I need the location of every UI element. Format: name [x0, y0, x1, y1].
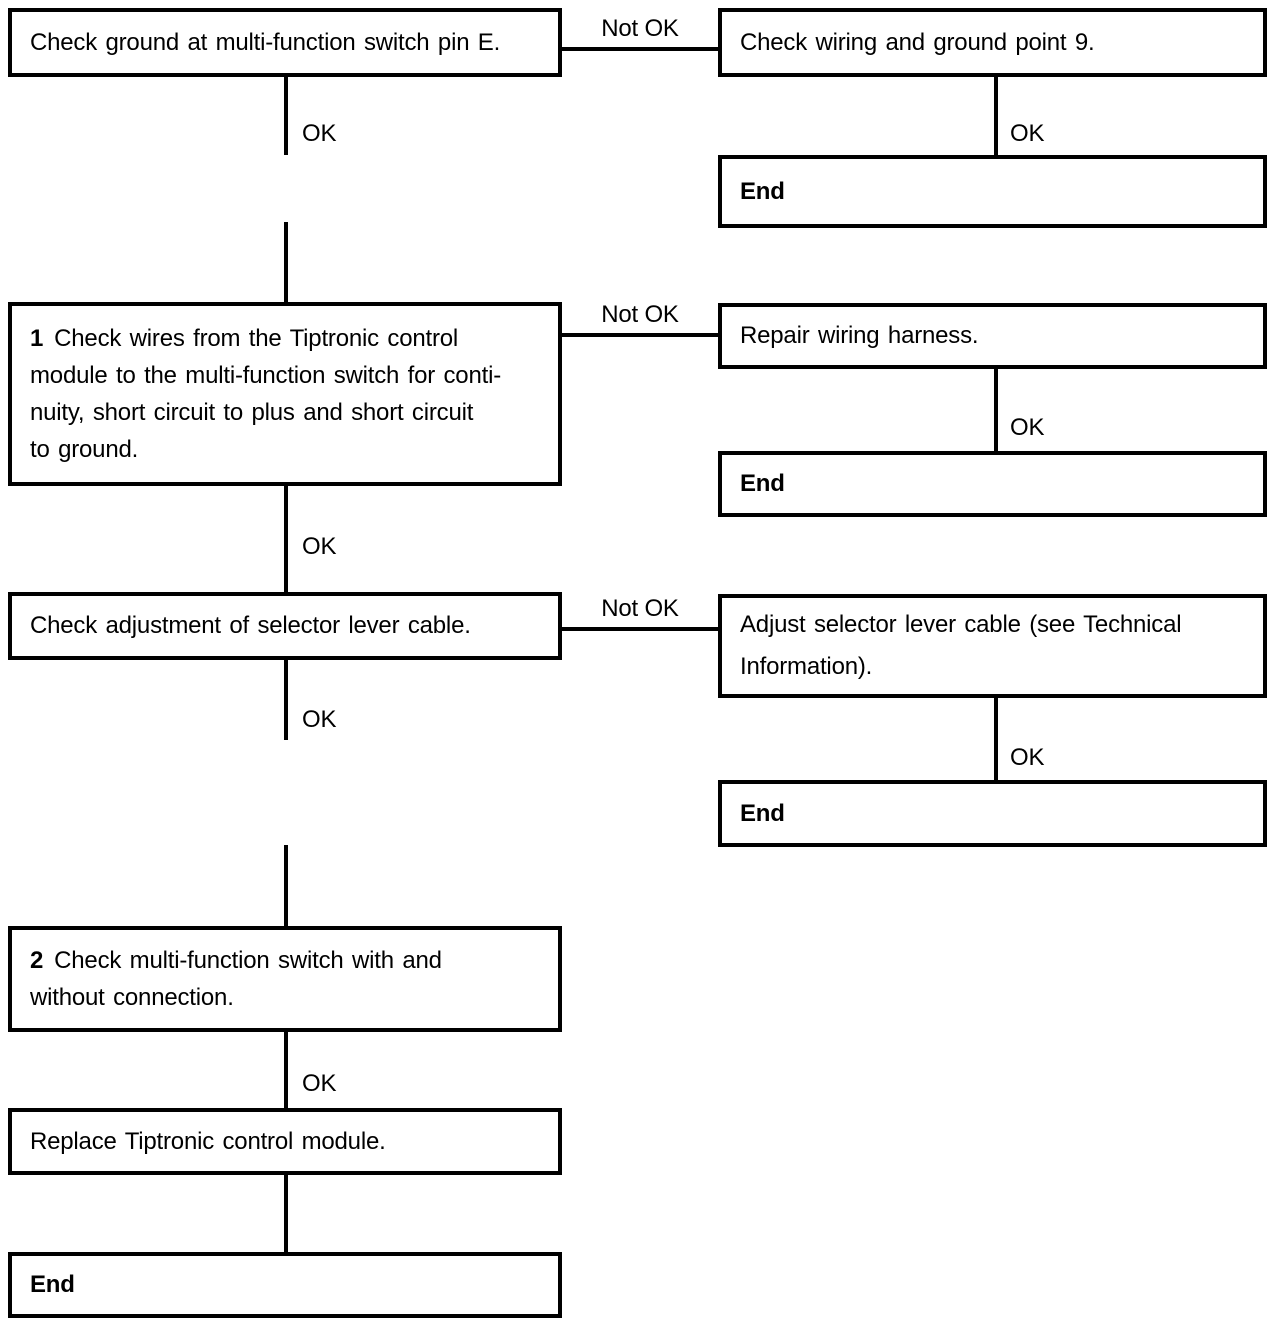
node-check-adjustment-text: Check adjustment of selector lever cable… [30, 612, 471, 639]
edge-label-notok-2-text: Not OK [601, 301, 679, 328]
edge-label-notok-2: Not OK [562, 293, 718, 329]
connector-notok-1 [562, 47, 718, 51]
connector-notok-2 [562, 333, 718, 337]
connector-notok-3 [562, 627, 718, 631]
edge-label-notok-3-text: Not OK [601, 595, 679, 622]
connector-ok-r3 [994, 698, 998, 780]
node-check-ground-text: Check ground at multi-function switch pi… [30, 28, 501, 56]
node-end-3: End [718, 780, 1267, 847]
connector-ef [284, 1175, 288, 1252]
node-check-switch-line-2: without connection. [30, 984, 234, 1011]
connector-ok-bc [284, 486, 288, 592]
node-end-2: End [718, 451, 1267, 517]
node-check-wiring: Check wiring and ground point 9. [718, 8, 1267, 77]
node-end-1: End [718, 155, 1267, 228]
node-check-wires-line-3: nuity, short circuit to plus and short c… [30, 399, 474, 426]
node-end-4: End [8, 1252, 562, 1318]
edge-label-notok-1-text: Not OK [601, 15, 679, 42]
node-check-ground: Check ground at multi-function switch pi… [8, 8, 562, 77]
node-replace-module-text: Replace Tiptronic control module. [30, 1127, 386, 1155]
edge-label-notok-1: Not OK [562, 7, 718, 43]
node-replace-module: Replace Tiptronic control module. [8, 1108, 562, 1175]
edge-label-notok-3: Not OK [562, 587, 718, 623]
node-adjust-cable-line-2: Information). [740, 653, 873, 680]
node-adjust-cable-line-1: Adjust selector lever cable (see Technic… [740, 611, 1182, 638]
edge-label-ok-ab: OK [302, 120, 337, 147]
node-check-wires-line-1: 1 Check wires from the Tiptronic control [30, 320, 540, 357]
edge-label-ok-r2: OK [1010, 414, 1045, 441]
node-check-adjustment: Check adjustment of selector lever cable… [8, 592, 562, 660]
node-check-wiring-text: Check wiring and ground point 9. [740, 28, 1095, 56]
connector-ok-cd-lower [284, 845, 288, 926]
node-repair-wiring: Repair wiring harness. [718, 303, 1267, 369]
step-number-1: 1 [30, 325, 44, 352]
edge-label-ok-r3: OK [1010, 744, 1045, 771]
node-adjust-cable: Adjust selector lever cable (see Technic… [718, 594, 1267, 698]
edge-label-ok-cd: OK [302, 706, 337, 733]
node-check-switch: 2 Check multi-function switch with and wi… [8, 926, 562, 1032]
node-check-wires-line-4: to ground. [30, 436, 139, 463]
node-end-1-text: End [740, 177, 785, 205]
connector-ok-ab-lower [284, 222, 288, 302]
edge-label-ok-bc: OK [302, 533, 337, 560]
edge-label-ok-de: OK [302, 1070, 337, 1097]
node-check-switch-line-1-text: Check multi-function switch with and [54, 947, 442, 974]
connector-ok-r1 [994, 77, 998, 155]
connector-ok-de [284, 1032, 288, 1108]
node-check-wires-line-1-text: Check wires from the Tiptronic control [54, 325, 459, 352]
node-end-3-text: End [740, 799, 785, 827]
node-end-4-text: End [30, 1271, 75, 1298]
connector-ok-r2 [994, 369, 998, 451]
step-number-2: 2 [30, 947, 44, 974]
node-check-switch-line-1: 2 Check multi-function switch with and [30, 942, 540, 979]
connector-ok-ab-upper [284, 77, 288, 155]
node-end-2-text: End [740, 470, 785, 497]
node-check-wires-line-2: module to the multi-function switch for … [30, 362, 501, 389]
connector-ok-cd-upper [284, 660, 288, 740]
node-repair-wiring-text: Repair wiring harness. [740, 322, 979, 349]
edge-label-ok-r1: OK [1010, 120, 1045, 147]
